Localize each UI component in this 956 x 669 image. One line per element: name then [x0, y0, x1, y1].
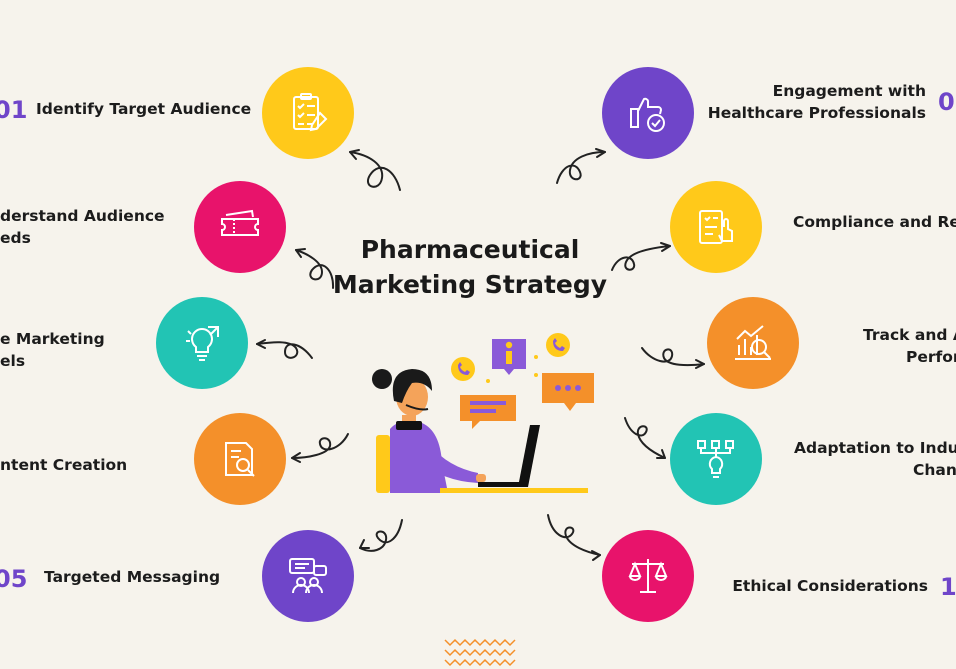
arrow-1 — [349, 149, 401, 191]
step-5-number: 05 — [0, 565, 28, 593]
chair-back — [376, 435, 390, 493]
scales-icon — [628, 559, 668, 593]
arrow-4 — [291, 433, 349, 463]
step-9-circle — [670, 413, 762, 505]
arrow-6 — [556, 148, 606, 184]
step-10-number: 1 — [940, 573, 956, 601]
marketer-illustration — [372, 333, 594, 493]
clipboard-hand-icon — [699, 210, 733, 244]
step-10-label: Ethical Considerations — [732, 577, 928, 595]
person-body — [390, 421, 448, 493]
step-8-circle — [707, 297, 799, 389]
step-8-label-line1: Track and A — [863, 326, 956, 344]
dot — [575, 385, 581, 391]
idea-network-icon — [697, 440, 734, 478]
lightbulb-icon — [186, 326, 219, 361]
arrow-9 — [624, 417, 666, 459]
phone-glyph — [458, 362, 470, 375]
step-6-number: 0 — [938, 88, 955, 116]
step-5-label: Targeted Messaging — [44, 568, 221, 586]
checklist-icon — [293, 93, 328, 132]
person-arm — [420, 445, 478, 483]
dot — [555, 385, 561, 391]
info-icon-dot — [505, 341, 513, 349]
step-1-number: 01 — [0, 96, 28, 124]
step-9-label-line2: Chan — [913, 461, 956, 479]
phone-icon-right — [546, 333, 570, 357]
step-9-label-line1: Adaptation to Indus — [794, 439, 956, 457]
step-4-circle — [194, 413, 286, 505]
thumbs-up-icon — [630, 97, 665, 132]
person-collar — [396, 421, 422, 430]
laptop-base — [478, 482, 528, 487]
arrow-10 — [547, 514, 601, 561]
person-hair — [392, 369, 432, 403]
step-3-label-line2: els — [0, 352, 26, 370]
step-1-circle — [262, 67, 354, 159]
message-lines — [470, 401, 506, 413]
step-2-label-line1: derstand Audience — [0, 207, 165, 225]
sparkle — [534, 373, 538, 377]
arrow-3 — [256, 339, 313, 359]
sparkle — [534, 355, 538, 359]
headset-mic — [405, 404, 429, 411]
step-3-label-line1: e Marketing — [0, 330, 105, 348]
phone-glyph — [553, 338, 565, 351]
step-10-circle — [602, 530, 694, 622]
chat-people-icon — [289, 558, 327, 594]
laptop-screen — [518, 425, 540, 487]
step-8-label-line2: Perfor — [906, 348, 956, 366]
step-2-label-line2: eds — [0, 229, 31, 247]
desk — [440, 488, 588, 493]
arrow-8 — [641, 347, 705, 369]
decorative-zigzag — [444, 638, 516, 667]
document-search-icon — [225, 442, 255, 477]
person-hair-bun — [372, 369, 392, 389]
person-hand — [476, 474, 486, 482]
message-bubble-right — [542, 373, 594, 411]
step-7-label: Compliance and Reg — [793, 213, 956, 231]
title-line-1: Pharmaceutical — [360, 235, 580, 264]
step-6-label-line2: Healthcare Professionals — [707, 104, 926, 122]
arrow-7 — [611, 242, 671, 271]
ticket-icon — [221, 209, 259, 236]
step-7-circle — [670, 181, 762, 273]
dot — [565, 385, 571, 391]
step-4-label: ntent Creation — [0, 456, 128, 474]
info-icon-bar — [506, 351, 512, 364]
step-6-circle — [602, 67, 694, 159]
title-line-2: Marketing Strategy — [332, 270, 608, 299]
arrow-2 — [295, 248, 335, 289]
step-3-circle — [156, 297, 248, 389]
diagram-title: Pharmaceutical Marketing Strategy — [330, 232, 610, 302]
chart-magnifier-icon — [735, 325, 771, 360]
sparkle — [486, 379, 490, 383]
step-5-circle — [262, 530, 354, 622]
step-6-label-line1: Engagement with — [772, 82, 926, 100]
arrow-5 — [359, 519, 403, 552]
step-1-label: Identify Target Audience — [36, 100, 252, 118]
phone-icon-left — [451, 357, 475, 381]
step-2-circle — [194, 181, 286, 273]
